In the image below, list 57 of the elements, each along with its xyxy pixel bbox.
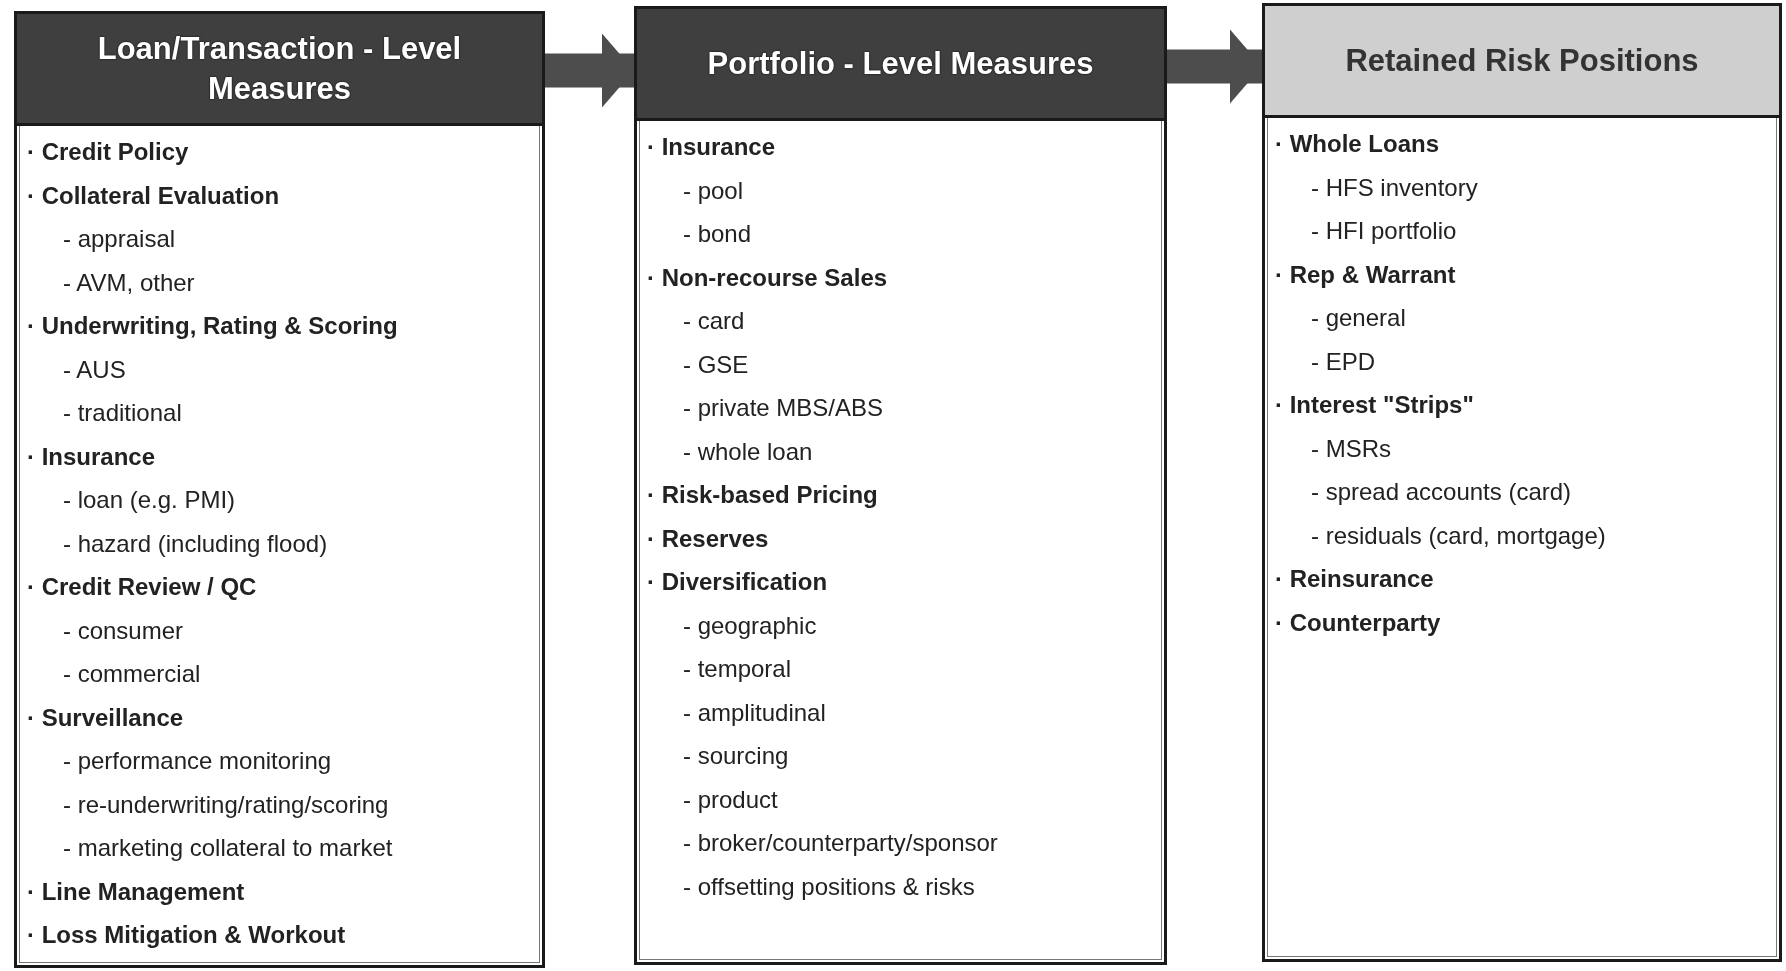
sub-item: - amplitudinal: [682, 697, 826, 728]
column-panel: [634, 6, 1167, 965]
list-item: · Diversification: [646, 567, 828, 597]
list-item: · Loss Mitigation & Workout: [26, 920, 346, 950]
sub-item: - temporal: [682, 654, 792, 684]
sub-item: - geographic: [682, 610, 817, 641]
sub-item: - commercial: [62, 659, 201, 689]
list-item: · Line Management: [26, 876, 245, 907]
list-item: · Credit Review / QC: [26, 572, 257, 602]
list-item: · Insurance: [646, 132, 776, 162]
sub-item: - consumer: [62, 615, 184, 646]
list-item: · Reserves: [646, 523, 769, 554]
sub-item: - residuals (card, mortgage): [1310, 520, 1606, 551]
sub-item: - general: [1310, 303, 1406, 333]
sub-item: - private MBS/ABS: [682, 393, 884, 423]
sub-item: - bond: [682, 219, 752, 249]
sub-item: - marketing collateral to market: [62, 833, 393, 863]
header-bar: Retained Risk Positions: [1265, 6, 1779, 118]
sub-item: - AUS: [62, 354, 126, 385]
list-item: · Interest "Strips": [1274, 390, 1474, 420]
sub-item: - performance monitoring: [62, 746, 332, 776]
list-item: · Counterparty: [1274, 607, 1441, 638]
list-item: · Rep & Warrant: [1274, 259, 1456, 290]
header-bar: Portfolio - Level Measures: [637, 9, 1164, 121]
list-item: · Underwriting, Rating & Scoring: [26, 311, 398, 341]
header-bar: Loan/Transaction - Level Measures: [17, 14, 542, 126]
sub-item: - GSE: [682, 349, 749, 380]
list-item: · Whole Loans: [1274, 129, 1439, 159]
list-item: · Surveillance: [26, 702, 184, 733]
sub-item: - sourcing: [682, 741, 789, 771]
sub-item: - card: [682, 306, 745, 336]
sub-item: - product: [682, 784, 778, 815]
sub-item: - hazard (including flood): [62, 528, 328, 559]
list-item: · Risk-based Pricing: [646, 480, 878, 510]
sub-item: - pool: [682, 175, 744, 206]
sub-item: - traditional: [62, 398, 182, 428]
sub-item: - AVM, other: [62, 267, 195, 298]
sub-item: - loan (e.g. PMI): [62, 485, 236, 515]
sub-item: - spread accounts (card): [1310, 477, 1572, 507]
sub-item: - re-underwriting/rating/scoring: [62, 789, 389, 820]
sub-item: - EPD: [1310, 346, 1375, 377]
block-arrow: [1167, 29, 1262, 104]
sub-item: - HFI portfolio: [1310, 216, 1457, 246]
sub-item: - MSRs: [1310, 433, 1391, 464]
list-item: · Insurance: [26, 441, 156, 472]
list-item: · Collateral Evaluation: [26, 180, 280, 211]
list-item: · Non-recourse Sales: [646, 262, 888, 293]
sub-item: - whole loan: [682, 436, 813, 467]
sub-item: - HFS inventory: [1310, 172, 1478, 203]
sub-item: - offsetting positions & risks: [682, 871, 975, 902]
list-item: · Reinsurance: [1274, 564, 1434, 594]
column-panel: [1262, 3, 1782, 962]
sub-item: - appraisal: [62, 224, 176, 254]
list-item: · Credit Policy: [26, 137, 189, 167]
column-panel: [14, 11, 545, 968]
block-arrow: [545, 33, 634, 108]
sub-item: - broker/counterparty/sponsor: [682, 828, 998, 858]
